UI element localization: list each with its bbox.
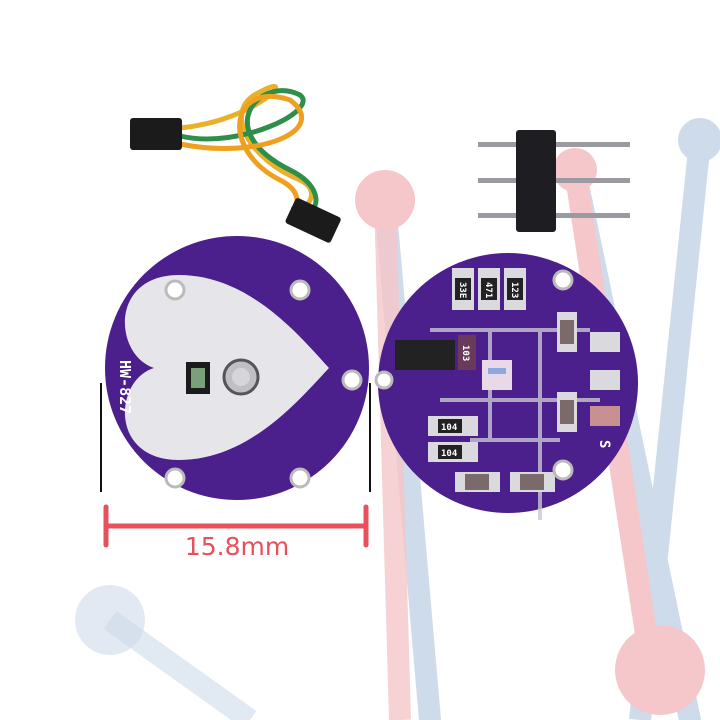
watermark-logo [75,118,720,720]
jumper-cable [130,84,341,243]
resistor-label-2: 471 [483,282,493,298]
header-pins [478,130,630,232]
model-label: HW-827 [116,360,134,414]
capacitor-label-2: 104 [441,449,458,459]
resistor-label-1: 33E [457,282,467,298]
resistor-label-3: 123 [509,282,519,298]
resistor-label-4: 103 [460,345,470,361]
signal-pin-label: S [596,440,612,448]
sensor-board-front: HW-827 [105,236,369,500]
capacitor-label-1: 104 [441,423,458,433]
sensor-board-back: 33E 471 123 103 104 104 S [374,253,638,520]
dimension-annotation: 15.8mm [100,383,371,561]
dimension-label: 15.8mm [185,532,289,561]
